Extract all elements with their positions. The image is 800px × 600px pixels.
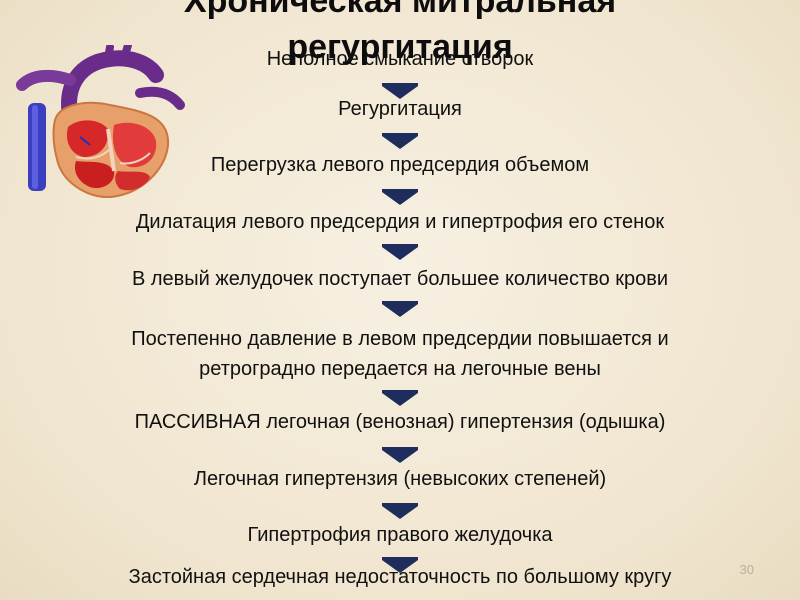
down-arrow-icon xyxy=(382,83,418,99)
flow-step-4: Дилатация левого предсердия и гипертрофи… xyxy=(135,211,665,233)
down-arrow-icon xyxy=(382,557,418,573)
slide-title-line-1: Хроническая митральная xyxy=(183,0,617,20)
slide-title-line-2: регургитация xyxy=(287,28,513,66)
down-arrow-icon xyxy=(382,390,418,406)
flow-step-10: Застойная сердечная недостаточность по б… xyxy=(128,566,672,588)
slide-number: 30 xyxy=(739,562,754,577)
flow-step-2: Регургитация xyxy=(338,98,462,120)
flow-step-7: ПАССИВНАЯ легочная (венозная) гипертензи… xyxy=(134,411,666,433)
down-arrow-icon xyxy=(382,244,418,260)
flow-step-6-line-1: Постепенно давление в левом предсердии п… xyxy=(131,328,669,350)
down-arrow-icon xyxy=(382,503,418,519)
down-arrow-icon xyxy=(382,189,418,205)
flow-step-6-line-2: ретроградно передается на легочные вены xyxy=(199,358,601,380)
down-arrow-icon xyxy=(382,301,418,317)
flow-step-1: Неполное смыкание створок xyxy=(266,48,534,70)
flow-step-3: Перегрузка левого предсердия объемом xyxy=(210,154,590,176)
down-arrow-icon xyxy=(382,133,418,149)
flow-step-5: В левый желудочек поступает большее коли… xyxy=(131,268,669,290)
flow-step-8: Легочная гипертензия (невысоких степеней… xyxy=(193,468,607,490)
flow-step-9: Гипертрофия правого желудочка xyxy=(247,524,553,546)
heart-anatomy-illustration xyxy=(16,45,185,199)
down-arrow-icon xyxy=(382,447,418,463)
